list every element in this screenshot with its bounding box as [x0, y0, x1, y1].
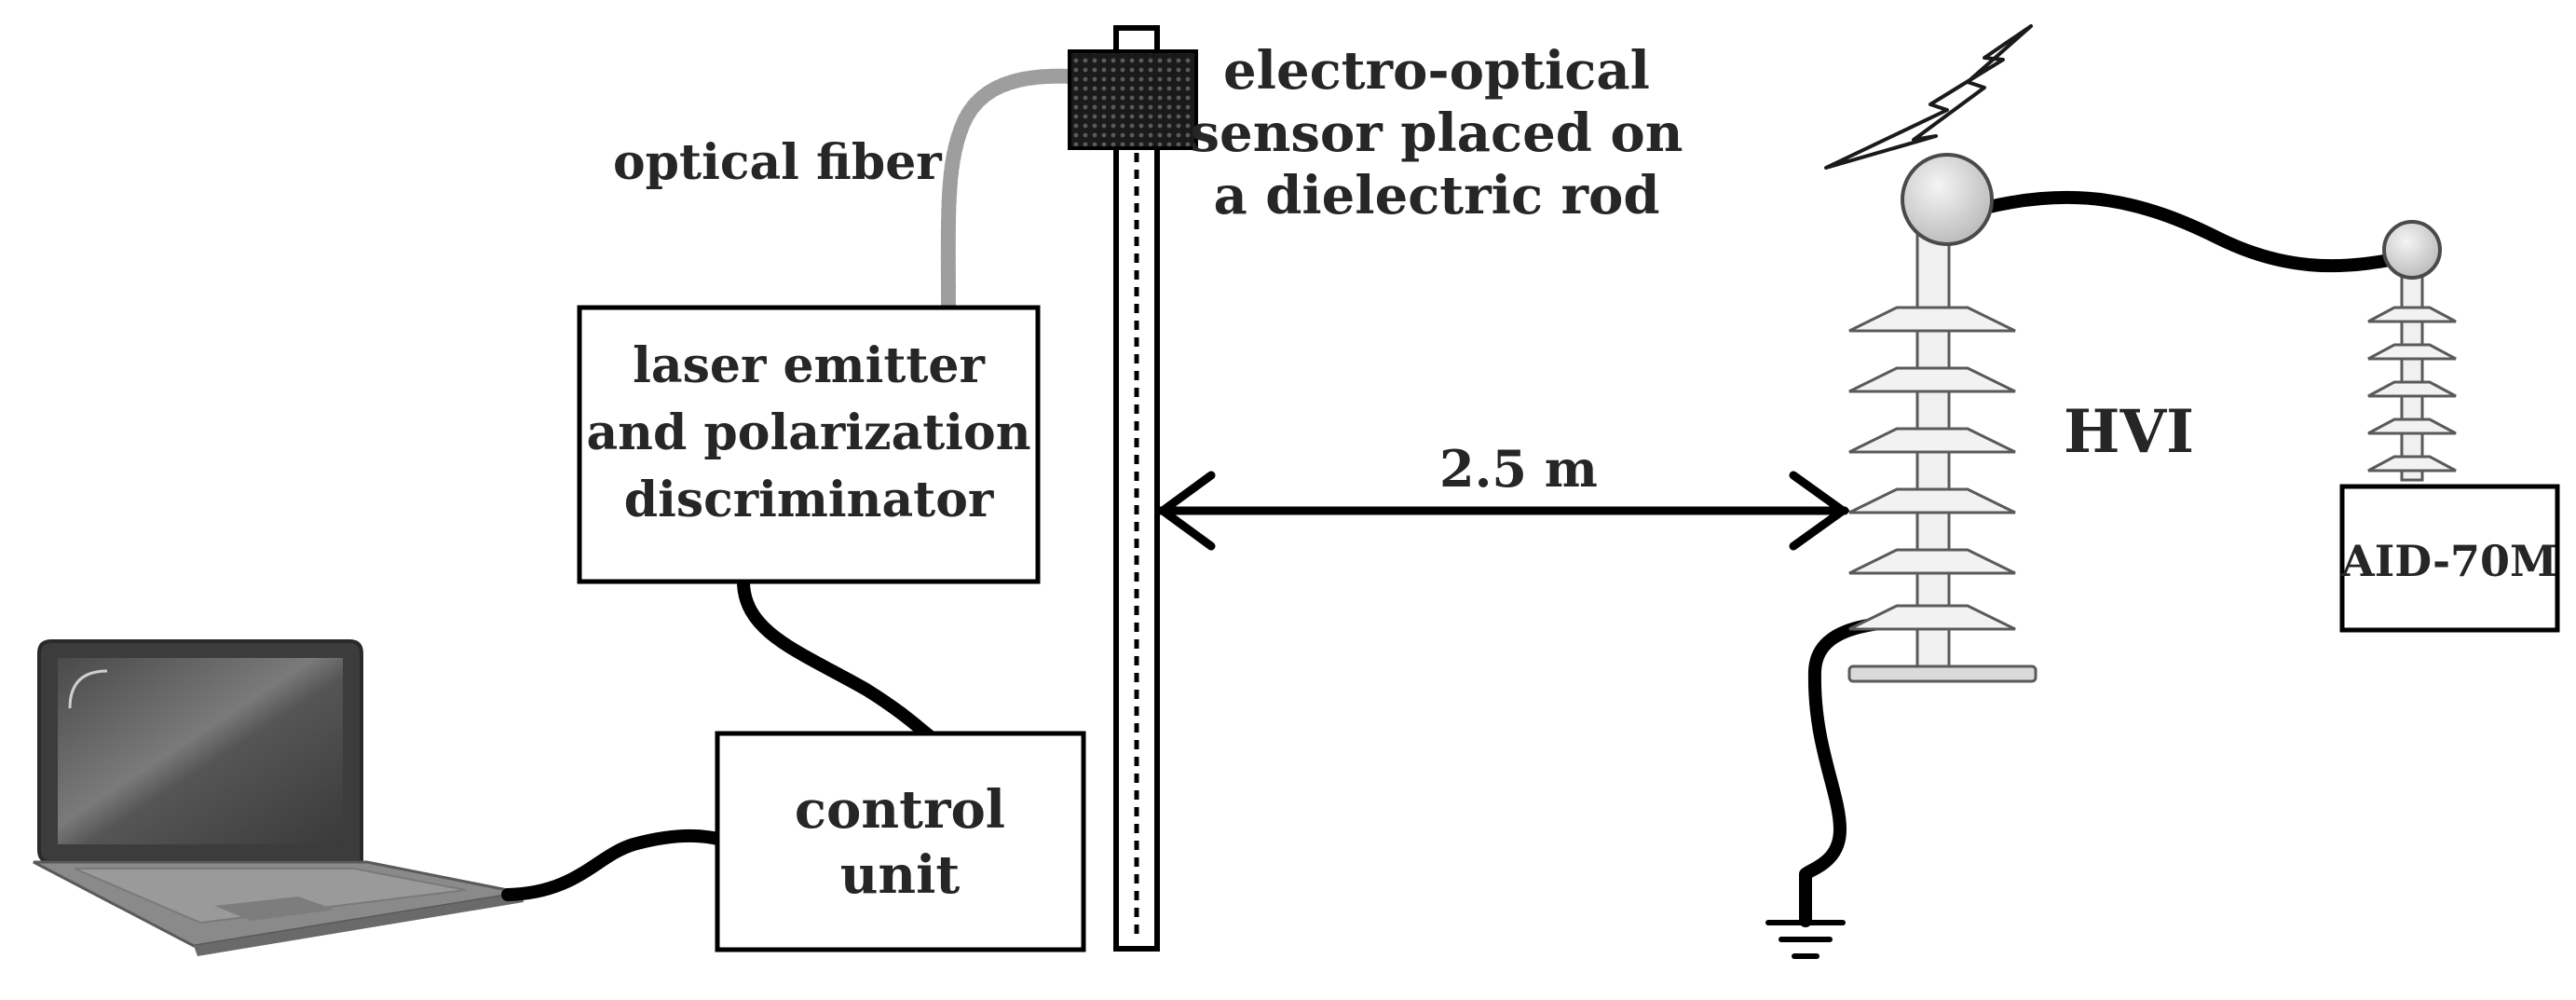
control-unit-label-2: unit — [840, 844, 961, 906]
lightning-bolt-icon — [1824, 24, 2033, 170]
electro-optical-sensor — [1068, 49, 1198, 150]
hvi-label: HVI — [2064, 397, 2194, 467]
optical-fiber-label: optical fiber — [613, 134, 942, 191]
laser-emitter-label-2: and polarization — [586, 404, 1030, 461]
aid-insulator — [2367, 220, 2457, 482]
optical-fiber-cable — [940, 68, 1079, 315]
laser-control-cable — [737, 577, 936, 743]
control-unit-label-1: control — [795, 779, 1005, 841]
hvi-aid-cable — [1983, 190, 2401, 273]
distance-arrow — [1155, 471, 1850, 551]
laser-emitter-label-3: discriminator — [624, 472, 994, 528]
sensor-label-1: electro-optical — [1223, 40, 1650, 102]
aid-70m-label: AID-70M — [2340, 536, 2557, 586]
aid-70m-box — [2339, 484, 2560, 633]
distance-label: 2.5 m — [1439, 439, 1598, 499]
laptop-control-cable — [501, 829, 724, 901]
sensor-label-3: a dielectric rod — [1213, 165, 1659, 226]
ground-symbol-icon — [1765, 920, 1846, 959]
laptop-icon — [33, 639, 524, 956]
sensor-label-2: sensor placed on — [1191, 103, 1683, 164]
laser-emitter-label-1: laser emitter — [633, 337, 985, 394]
control-unit-box — [715, 731, 1086, 952]
laser-emitter-box — [577, 305, 1041, 584]
hvi-insulator — [1847, 153, 2038, 683]
dielectric-rod — [1113, 25, 1160, 952]
